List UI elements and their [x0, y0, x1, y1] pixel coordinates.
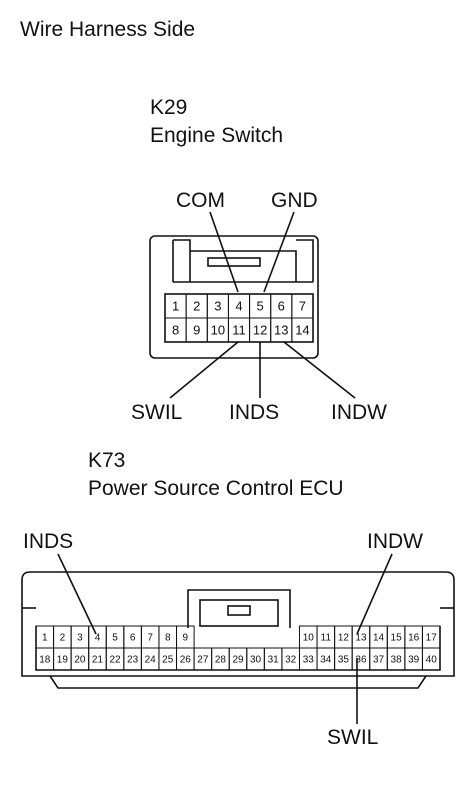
k29-pin-14-cell	[291, 317, 314, 343]
k73-code: K73	[88, 449, 126, 472]
k73-pin-4: 4	[95, 633, 101, 644]
k29-pin-14: 14	[295, 323, 309, 338]
k73-pin-8: 8	[165, 633, 171, 644]
k29-name: Engine Switch	[150, 124, 284, 147]
k73-pin-14: 14	[373, 633, 385, 644]
k73-pin-27: 27	[197, 655, 209, 666]
k73-pin-31: 31	[268, 655, 280, 666]
k73-pin-29: 29	[232, 655, 244, 666]
k29-pin-10: 10	[211, 323, 225, 338]
k29-label-inds: INDS	[229, 401, 280, 424]
k73-pin-6: 6	[130, 633, 136, 644]
k29-pin-7: 7	[299, 299, 306, 314]
k29-pin-13: 13	[274, 323, 288, 338]
k73-pin-21: 21	[92, 655, 104, 666]
k29-pin-11: 11	[232, 323, 246, 338]
k73-pin-40: 40	[426, 655, 438, 666]
k73-pin-7: 7	[147, 633, 153, 644]
k73-pin-18: 18	[39, 655, 51, 666]
k73-pin-1: 1	[42, 633, 48, 644]
k73-pin-5: 5	[112, 633, 118, 644]
k29-label-indw: INDW	[331, 401, 387, 424]
k73-pin-19: 19	[57, 655, 69, 666]
k73-pin-22: 22	[109, 655, 121, 666]
k73-pin-37: 37	[373, 655, 385, 666]
k73-name: Power Source Control ECU	[88, 477, 344, 500]
k29-leader-lines	[169, 211, 356, 399]
k73-pin-23: 23	[127, 655, 139, 666]
k73-pin-20: 20	[74, 655, 86, 666]
k73-label-inds: INDS	[23, 530, 74, 553]
k29-pin-6: 6	[278, 299, 285, 314]
k73-pin-25: 25	[162, 655, 174, 666]
k29-pin-1: 1	[172, 299, 179, 314]
k73-pin-35: 35	[338, 655, 350, 666]
k73-leader-lines	[57, 553, 393, 724]
k73-pin-39: 39	[408, 655, 420, 666]
k73-pin-17: 17	[426, 633, 438, 644]
k73-pin-11: 11	[321, 633, 332, 644]
k29-label-gnd: GND	[271, 189, 318, 212]
k29-pin-2: 2	[193, 299, 200, 314]
k29-pin-9: 9	[193, 323, 200, 338]
k29-label-com: COM	[176, 189, 225, 212]
k73-pin-32: 32	[285, 655, 297, 666]
k29-label-swil: SWIL	[131, 401, 183, 424]
k73-pin-24: 24	[145, 655, 157, 666]
k73-pin-26: 26	[180, 655, 192, 666]
k29-pin-3: 3	[214, 299, 221, 314]
k73-pin-16: 16	[408, 633, 420, 644]
k73-pin-12: 12	[338, 633, 350, 644]
k73-pin-33: 33	[303, 655, 315, 666]
k73-pin-10: 10	[303, 633, 315, 644]
k73-pin-40-cell	[421, 647, 441, 671]
k73-pin-38: 38	[391, 655, 403, 666]
k29-pin-4: 4	[235, 299, 242, 314]
k73-label-swil: SWIL	[327, 726, 379, 749]
k73-pin-2: 2	[60, 633, 66, 644]
k73-pin-28: 28	[215, 655, 227, 666]
k29-pin-12: 12	[253, 323, 267, 338]
k29-connector	[149, 235, 319, 359]
k73-pin-13: 13	[355, 633, 367, 644]
k73-pin-36: 36	[355, 655, 367, 666]
k29-pin-5: 5	[257, 299, 264, 314]
k73-pin-15: 15	[391, 633, 403, 644]
k73-label-indw: INDW	[367, 530, 423, 553]
k73-pin-9: 9	[183, 633, 189, 644]
k73-pin-34: 34	[320, 655, 332, 666]
k29-code: K29	[150, 96, 188, 119]
k73-connector	[21, 571, 455, 689]
k29-pin-8: 8	[172, 323, 179, 338]
k73-pin-30: 30	[250, 655, 262, 666]
k73-pin-3: 3	[77, 633, 83, 644]
page-title: Wire Harness Side	[20, 18, 196, 41]
